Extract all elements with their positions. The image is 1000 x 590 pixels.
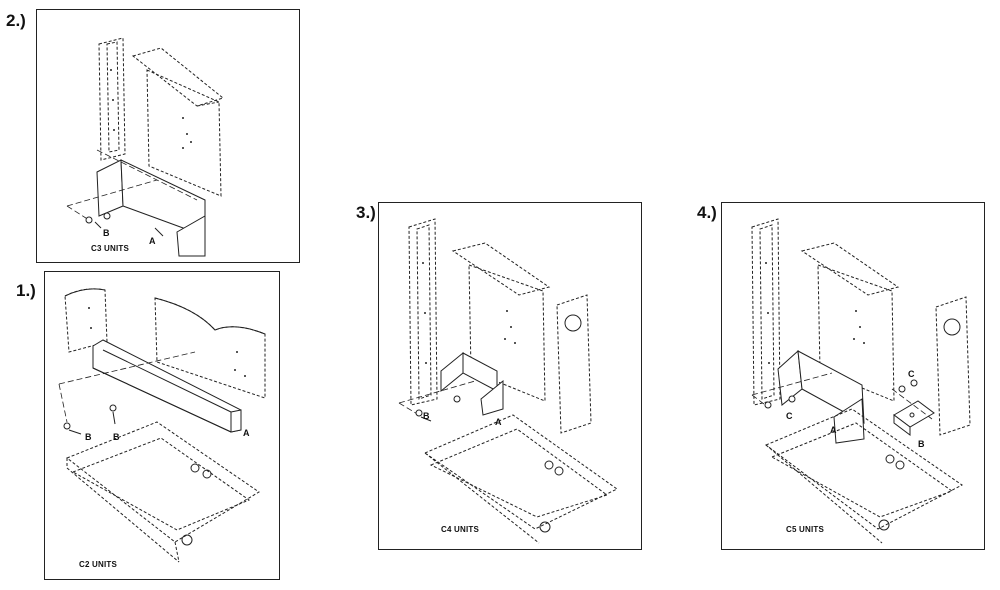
side-panel (98, 37, 126, 161)
back-panel (154, 297, 266, 399)
channel-shield (92, 339, 242, 433)
callout-a: A (495, 417, 502, 427)
screws (764, 379, 918, 409)
base-frame (423, 414, 618, 544)
figure-1-panel: B B A C2 UNITS (44, 271, 280, 580)
back-panel (800, 242, 900, 402)
step-number-2: 2.) (6, 11, 26, 30)
callout-b: B (918, 439, 925, 449)
shield-bracket (96, 159, 206, 257)
screws (85, 212, 164, 237)
figure-4-panel: C C A B C5 UNITS (721, 202, 985, 550)
side-panel (408, 218, 438, 406)
callout-b: B (103, 228, 110, 238)
figure-1-caption: C2 UNITS (79, 560, 118, 569)
callout-a: A (243, 428, 250, 438)
right-side-panel (556, 294, 592, 434)
figure-2-caption: C3 UNITS (91, 244, 130, 253)
figure-2-drawing (66, 37, 225, 257)
base-frame (66, 421, 260, 563)
callout-b: B (423, 411, 430, 421)
callout-a: A (830, 425, 837, 435)
callout-c-left: C (786, 411, 793, 421)
callout-c-right: C (908, 369, 915, 379)
figure-4-caption: C5 UNITS (786, 525, 825, 534)
figure-2-panel: B A C3 UNITS (36, 9, 300, 263)
back-panel (131, 47, 225, 197)
callout-b-center: B (113, 432, 120, 442)
figure-3-panel: B A C4 UNITS (378, 202, 642, 550)
mounting-block (893, 400, 935, 436)
back-panel (451, 242, 551, 402)
callout-b-left: B (85, 432, 92, 442)
side-panel (751, 218, 781, 406)
figure-3-caption: C4 UNITS (441, 525, 480, 534)
figure-4-drawing (751, 218, 971, 544)
shield-bracket (777, 349, 865, 444)
shield-bracket (440, 351, 504, 416)
screws (415, 395, 461, 422)
step-number-4: 4.) (697, 203, 717, 222)
leader-lines (66, 149, 198, 221)
side-panel (64, 288, 108, 353)
callout-a: A (149, 236, 156, 246)
right-side-panel (935, 296, 971, 436)
figure-1-drawing (58, 288, 266, 563)
step-number-1: 1.) (16, 281, 36, 300)
leader-lines (58, 351, 196, 423)
figure-3-drawing (398, 218, 618, 544)
screws (63, 404, 117, 435)
leader-lines (751, 372, 933, 420)
step-number-3: 3.) (356, 203, 376, 222)
base-frame (765, 408, 963, 544)
